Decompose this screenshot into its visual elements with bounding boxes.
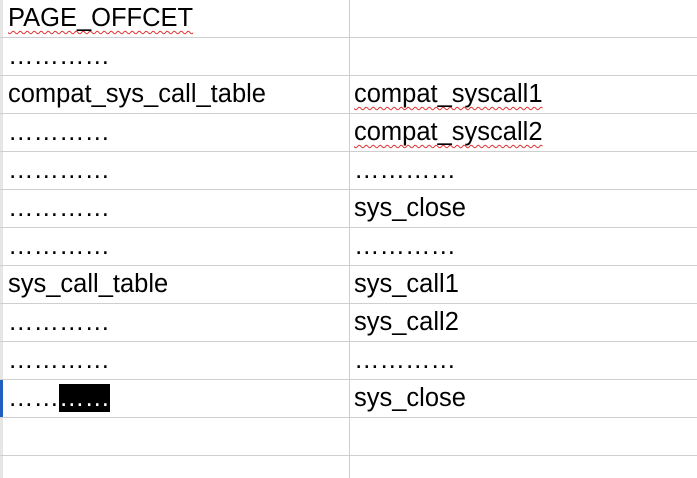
cell-b6[interactable]: sys_close [349,190,697,227]
cell-text: compat_syscall2 [354,118,543,146]
cell-text: sys_call_table [8,270,169,298]
table-row: PAGE_OFFCET [0,0,697,38]
cell-text: compat_syscall1 [354,80,543,108]
table-row: ………… ………… [0,342,697,380]
cell-a2[interactable]: ………… [4,38,349,75]
cell-a10[interactable]: ………… [4,342,349,379]
cell-text: sys_close [354,384,466,412]
cell-a11-editing[interactable]: ………… [4,380,349,417]
cell-b9[interactable]: sys_call2 [349,304,697,341]
table-row: ………… sys_close [0,380,697,418]
cell-a8[interactable]: sys_call_table [4,266,349,303]
cell-a6[interactable]: ………… [4,190,349,227]
cell-b4[interactable]: compat_syscall2 [349,114,697,151]
table-row: sys_call_table sys_call1 [0,266,697,304]
cell-text: ………… [354,156,456,184]
cell-a1[interactable]: PAGE_OFFCET [4,0,349,37]
cell-text: ………… [354,346,456,374]
cell-b3[interactable]: compat_syscall1 [349,76,697,113]
table-row: ………… sys_call2 [0,304,697,342]
cell-b5[interactable]: ………… [349,152,697,189]
cell-text: sys_close [354,194,466,222]
cell-b13[interactable] [349,456,697,478]
cell-text: …… [8,384,59,412]
cell-a3[interactable]: compat_sys_call_table [4,76,349,113]
cell-text: ………… [8,118,110,146]
cell-a5[interactable]: ………… [4,152,349,189]
table-row: ………… ………… [0,228,697,266]
cell-b8[interactable]: sys_call1 [349,266,697,303]
table-row: ………… sys_close [0,190,697,228]
cell-a12[interactable] [4,418,349,455]
table-row [0,418,697,456]
table-row: ………… ………… [0,152,697,190]
cell-text: ………… [8,194,110,222]
cell-a13[interactable] [4,456,349,478]
cell-text: ………… [8,232,110,260]
cell-text: ………… [8,42,110,70]
cell-text: sys_call2 [354,308,459,336]
cell-b10[interactable]: ………… [349,342,697,379]
cell-b7[interactable]: ………… [349,228,697,265]
table-row: ………… [0,38,697,76]
cell-b12[interactable] [349,418,697,455]
row-header-edge [0,0,3,478]
cell-text: PAGE_OFFCET [8,4,194,32]
cell-text: ………… [8,156,110,184]
cell-b1[interactable] [349,0,697,37]
cell-b2[interactable] [349,38,697,75]
cell-b11[interactable]: sys_close [349,380,697,417]
cell-text: ………… [8,308,110,336]
table-row: ………… compat_syscall2 [0,114,697,152]
table-row: compat_sys_call_table compat_syscall1 [0,76,697,114]
cell-a9[interactable]: ………… [4,304,349,341]
cell-text: compat_sys_call_table [8,80,266,108]
active-row-indicator [0,380,3,418]
cell-text: ………… [8,346,110,374]
selected-text[interactable]: …… [59,384,110,412]
cell-text: sys_call1 [354,270,459,298]
table-row [0,456,697,478]
cell-a7[interactable]: ………… [4,228,349,265]
cell-a4[interactable]: ………… [4,114,349,151]
cell-text: ………… [354,232,456,260]
